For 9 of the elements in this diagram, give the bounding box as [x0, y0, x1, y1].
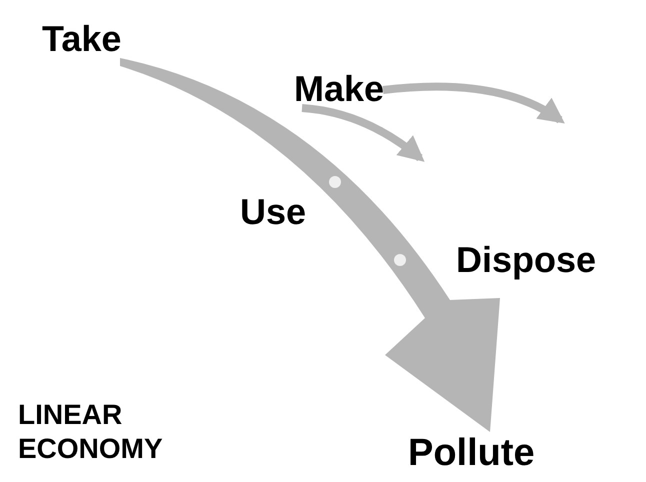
stage-label: Dispose [456, 238, 596, 282]
diagram-label: LINEAR ECONOMY [18, 398, 164, 466]
arrow [302, 104, 425, 162]
stage-label: Take [42, 18, 122, 60]
arrow [382, 82, 565, 124]
stage-label: Make [294, 68, 384, 110]
stage-label: Pollute [408, 432, 535, 476]
stage-label: Use [240, 190, 306, 234]
curved-arrow [120, 58, 500, 432]
